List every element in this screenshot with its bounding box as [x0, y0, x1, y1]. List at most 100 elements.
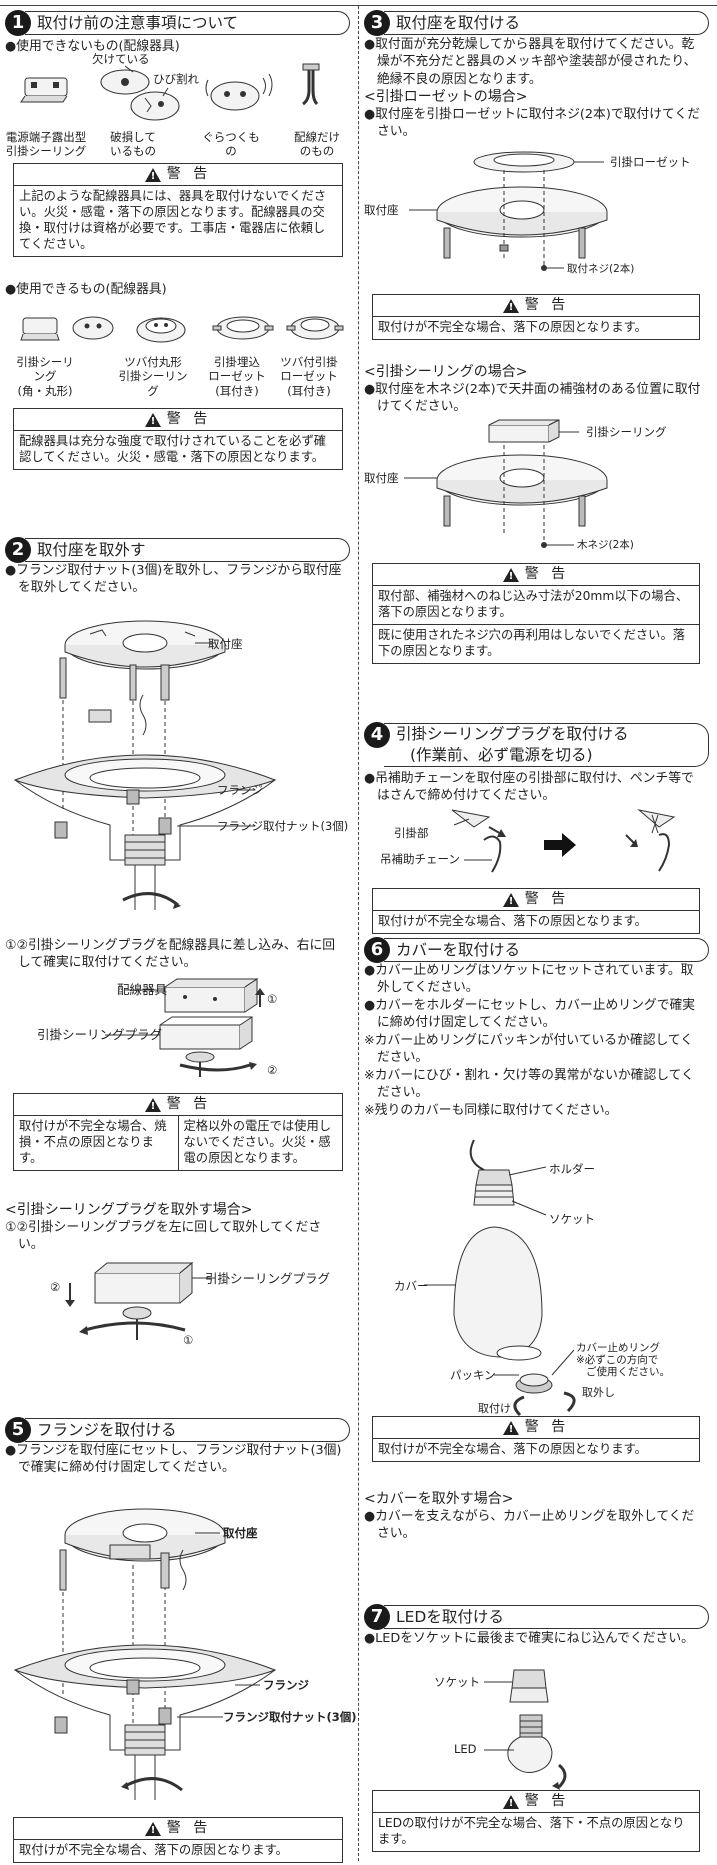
- packing-label: パッキン: [450, 1368, 496, 1382]
- step-2-header: 2 取付座を取外す: [5, 537, 350, 563]
- rosette-instruction: ●取付座を引掛ローゼットに取付ネジ(2本)で取付けてください。: [364, 107, 701, 140]
- warning-icon: [502, 1420, 519, 1436]
- warning-text: 取付けが不完全な場合、落下の原因となります。: [378, 914, 647, 928]
- step-6-note-2: ※カバーにひび・割れ・欠け等の異常がないか確認してください。: [364, 1068, 694, 1101]
- square-ceiling-icon: [20, 317, 60, 341]
- exposed-terminal-ceiling-icon: [20, 77, 68, 103]
- rosette-heading: <引掛ローゼットの場合>: [364, 89, 528, 105]
- warning-icon: [502, 567, 519, 583]
- warning-icon: [144, 1097, 161, 1113]
- ring-note-1: ※必ずこの方向で: [576, 1354, 659, 1366]
- rosette-screw-label: 取付ネジ(2本): [567, 263, 635, 275]
- warning-box-plug: 警 告 取付けが不完全な場合、焼損・不点の原因となります。 定格以外の電圧では使…: [13, 1093, 343, 1171]
- step-6-item-2: ●カバーをホルダーにセットし、カバー止めリングで確実に締め付け固定してください。: [364, 998, 696, 1031]
- warning-box-cover: 警 告 取付けが不完全な場合、落下の原因となります。: [372, 1416, 700, 1462]
- ceiling-label: 引掛シーリング: [586, 425, 667, 439]
- step-number: 5: [5, 1417, 31, 1443]
- warning-title: 警 告: [166, 1820, 212, 1837]
- unusable-item-4: 配線だけ のもの: [294, 130, 340, 159]
- plug-removal-heading: <引掛シーリングプラグを取外す場合>: [5, 1202, 253, 1218]
- cover-label: カバー: [394, 1279, 429, 1293]
- warning-icon: [502, 298, 519, 314]
- step-number: 1: [5, 10, 31, 36]
- step-marker-2: ②: [267, 1063, 278, 1077]
- step-number: 6: [364, 937, 390, 963]
- usable-item-2: ツバ付丸形 引掛シーリング: [118, 355, 188, 398]
- rosette-mount-illustration: [409, 151, 608, 271]
- step-1-header: 1 取付け前の注意事項について: [5, 10, 350, 36]
- warning-box-rosette: 警 告 取付けが不完全な場合、落下の原因となります。: [372, 294, 700, 340]
- warning-icon: [502, 892, 519, 908]
- warning-text-2: 既に使用されたネジ穴の再利用はしないでください。落下の原因となります。: [373, 623, 699, 663]
- unusable-item-2: 破損して いるもの: [110, 130, 156, 159]
- warning-text: 取付けが不完全な場合、落下の原因となります。: [378, 1442, 647, 1456]
- usable-item-3: 引掛埋込 ローゼット (耳付き): [208, 355, 266, 398]
- plug-attach-illustration: [105, 978, 265, 1077]
- plug-label: 引掛シーリングプラグ: [37, 1027, 163, 1042]
- warning-box-ceiling: 警 告 取付部、補強材へのねじ込み寸法が20mm以下の場合、落下の原因となります…: [372, 563, 700, 664]
- warning-box-chain: 警 告 取付けが不完全な場合、落下の原因となります。: [372, 888, 700, 934]
- step-6-note-3: ※残りのカバーも同様に取付けてください。: [364, 1103, 618, 1118]
- usable-fixtures-illustration: [20, 316, 344, 343]
- ceiling-mount-illustration: [404, 419, 608, 548]
- warning-text: LEDの取付けが不完全な場合、落下・不点の原因となります。: [378, 1816, 685, 1846]
- broken-fixture-icon: [100, 65, 180, 121]
- usable-item-1: 引掛シーリング (角・丸形): [16, 355, 74, 398]
- step-4-header: 4 引掛シーリングプラグを取付ける (作業前、必ず電源を切る): [364, 722, 709, 768]
- step-title: 取付座を取付ける: [384, 11, 709, 35]
- step-3-instruction: ●取付面が充分乾燥してから器具を取付けてください。乾燥が不充分だと器具のメッキ部…: [364, 37, 697, 87]
- step-title: LEDを取付ける: [384, 1605, 709, 1629]
- step-title: フランジを取付ける: [25, 1418, 350, 1442]
- plug-removal-instruction: ①②引掛シーリングプラグを左に回して取外してください。: [5, 1220, 322, 1253]
- warning-title: 警 告: [524, 1793, 570, 1810]
- cover-removal-heading: <カバーを取外す場合>: [364, 1491, 514, 1507]
- unusable-heading: ●使用できないもの(配線器具): [5, 39, 180, 54]
- led-label: LED: [454, 1742, 477, 1756]
- warning-title: 警 告: [524, 566, 570, 583]
- ceiling-screw-label: 木ネジ(2本): [577, 539, 634, 551]
- step-3-header: 3 取付座を取付ける: [364, 10, 709, 36]
- warning-box-unusable: 警 告 上記のような配線器具には、器具を取付けないでください。火災・感電・落下の…: [13, 163, 343, 257]
- warning-icon: [144, 167, 161, 183]
- ceiling-heading: <引掛シーリングの場合>: [364, 364, 528, 380]
- warning-title: 警 告: [166, 411, 212, 428]
- fixture-label: 配線器具: [117, 982, 168, 997]
- step-title: 取付け前の注意事項について: [25, 11, 350, 35]
- step-marker-1: ①: [267, 992, 278, 1006]
- wobbly-fixture-icon: [205, 73, 273, 111]
- warning-text-1: 取付けが不完全な場合、焼損・不点の原因となります。: [19, 1119, 167, 1165]
- cover-attach-illustration: [424, 1139, 576, 1417]
- warning-title: 警 告: [524, 297, 570, 314]
- warning-text: 配線器具は充分な強度で取付けされていることを必ず確認してください。火災・感電・落…: [19, 434, 327, 464]
- step-title-line2: (作業前、必ず電源を切る): [410, 746, 593, 764]
- unusable-fixtures-illustration: [20, 63, 320, 121]
- unusable-item-3: ぐらつくもの: [202, 130, 260, 159]
- flange-label: フランジ: [263, 1678, 309, 1692]
- step-6-note-1: ※カバー止めリングにパッキンが付いているか確認してください。: [364, 1033, 694, 1066]
- warning-text-2: 定格以外の電圧では使用しないでください。火災・感電の原因となります。: [177, 1116, 343, 1170]
- step-6-item-1: ●カバー止めリングはソケットにセットされています。取外してください。: [364, 963, 694, 996]
- usable-heading: ●使用できるもの(配線器具): [5, 282, 167, 297]
- chipped-label: 欠けている: [92, 52, 150, 66]
- detach-label: 取外し: [582, 1386, 615, 1399]
- flange-label: フランジ: [217, 783, 263, 797]
- led-socket-label: ソケット: [434, 1675, 480, 1689]
- chain-label: 吊補助チェーン: [380, 852, 460, 866]
- step-4-instruction: ●吊補助チェーンを取付座の引掛部に取付け、ペンチ等ではさんで締め付けてください。: [364, 771, 694, 804]
- step-number: 2: [5, 537, 31, 563]
- step-number: 4: [364, 722, 390, 748]
- warning-title: 警 告: [524, 891, 570, 908]
- step-title: 引掛シーリングプラグを取付ける (作業前、必ず電源を切る): [384, 723, 709, 767]
- step-title: カバーを取付ける: [384, 938, 709, 962]
- hook-label: 引掛部: [394, 826, 429, 840]
- step-5-header: 5 フランジを取付ける: [5, 1417, 350, 1443]
- cracked-label: ひび割れ: [153, 72, 199, 86]
- top-rule: [0, 5, 717, 6]
- plug-removal-illustration: [65, 1261, 215, 1340]
- cover-removal-instruction: ●カバーを支えながら、カバー止めリングを取外してください。: [364, 1509, 695, 1542]
- step-2-instruction: ●フランジ取付ナット(3個)を取外し、フランジから取付座を取外してください。: [5, 563, 342, 596]
- ceiling-base-label: 取付座: [364, 471, 399, 485]
- ring-note-2: ご使用ください。: [586, 1366, 670, 1378]
- nut-label: フランジ取付ナット(3個): [217, 819, 349, 833]
- flange-attach-illustration: [13, 1508, 277, 1800]
